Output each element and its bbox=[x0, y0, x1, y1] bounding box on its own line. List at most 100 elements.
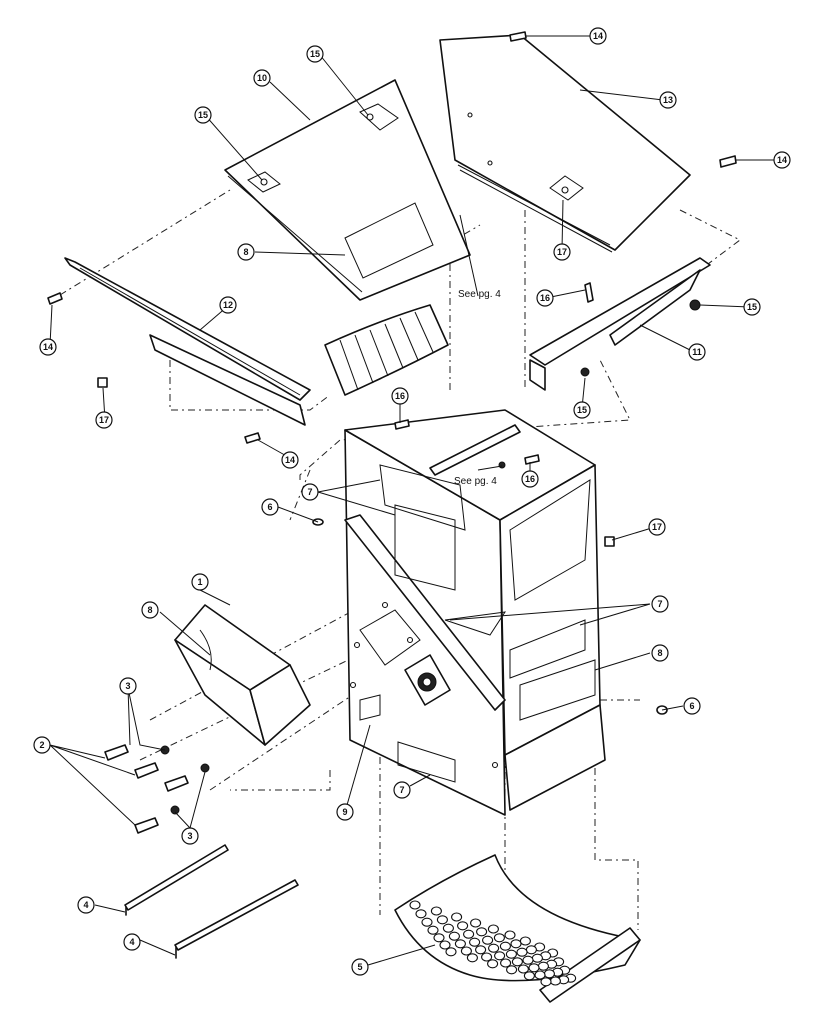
callout-15: 15 bbox=[743, 298, 761, 316]
perforation-hole bbox=[510, 939, 522, 949]
callout-2: 2 bbox=[33, 736, 51, 754]
perforation-hole bbox=[430, 906, 442, 916]
perforation-hole bbox=[522, 955, 534, 965]
perforation-hole bbox=[448, 931, 460, 941]
callout-16: 16 bbox=[521, 470, 539, 488]
perforation-hole bbox=[475, 945, 487, 955]
callout-14: 14 bbox=[773, 151, 791, 169]
callout-label: 14 bbox=[593, 31, 603, 41]
perforation-hole bbox=[469, 937, 481, 947]
callout-label: 4 bbox=[129, 937, 134, 947]
callout-14: 14 bbox=[39, 338, 57, 356]
callout-15: 15 bbox=[573, 401, 591, 419]
callout-label: 9 bbox=[342, 807, 347, 817]
perforation-hole bbox=[506, 965, 518, 975]
callout-label: 3 bbox=[187, 831, 192, 841]
perforation-hole bbox=[427, 925, 439, 935]
callout-16: 16 bbox=[391, 387, 409, 405]
callout-17: 17 bbox=[648, 518, 666, 536]
perforation-hole bbox=[466, 953, 478, 963]
perforated-screen bbox=[394, 854, 641, 1003]
left-rail bbox=[64, 257, 311, 426]
callout-7: 7 bbox=[301, 483, 319, 501]
callout-label: 11 bbox=[692, 347, 702, 357]
perforation-hole bbox=[534, 970, 546, 980]
callout-13: 13 bbox=[659, 91, 677, 109]
callout-label: 6 bbox=[689, 701, 694, 711]
perforation-hole bbox=[460, 946, 472, 956]
top-cover-panel bbox=[224, 79, 471, 301]
callout-label: 14 bbox=[777, 155, 787, 165]
perforation-hole bbox=[476, 927, 488, 937]
callout-6: 6 bbox=[683, 697, 701, 715]
perforation-hole bbox=[494, 951, 506, 961]
perforation-hole bbox=[421, 917, 433, 927]
perforation-hole bbox=[540, 977, 552, 987]
callout-7: 7 bbox=[393, 781, 411, 799]
see-page-note: See pg. 4 bbox=[454, 476, 497, 487]
perforation-hole bbox=[493, 933, 505, 943]
callout-label: 14 bbox=[285, 455, 295, 465]
perforation-hole bbox=[525, 945, 537, 955]
callout-label: 5 bbox=[357, 962, 362, 972]
callout-label: 16 bbox=[540, 293, 550, 303]
perforation-hole bbox=[463, 929, 475, 939]
perforation-hole bbox=[505, 949, 517, 959]
perforation-hole bbox=[487, 924, 499, 934]
callout-17: 17 bbox=[95, 411, 113, 429]
callout-12: 12 bbox=[219, 296, 237, 314]
callout-label: 3 bbox=[125, 681, 130, 691]
perforation-hole bbox=[549, 976, 561, 986]
callout-4: 4 bbox=[123, 933, 141, 951]
perforation-holes bbox=[409, 900, 577, 987]
callout-4: 4 bbox=[77, 896, 95, 914]
callout-15: 15 bbox=[306, 45, 324, 63]
perforation-hole bbox=[415, 909, 427, 919]
perforation-hole bbox=[517, 964, 529, 974]
perforation-hole bbox=[543, 969, 555, 979]
perforation-hole bbox=[457, 921, 469, 931]
rear-cover-panel bbox=[439, 34, 691, 253]
callout-15: 15 bbox=[194, 106, 212, 124]
callout-8: 8 bbox=[141, 601, 159, 619]
perforation-hole bbox=[454, 939, 466, 949]
callout-label: 17 bbox=[99, 415, 109, 425]
callout-label: 17 bbox=[652, 522, 662, 532]
callout-label: 15 bbox=[198, 110, 208, 120]
callout-label: 13 bbox=[663, 95, 673, 105]
callout-label: 7 bbox=[307, 487, 312, 497]
callout-label: 12 bbox=[223, 300, 233, 310]
main-hopper-body bbox=[344, 409, 606, 816]
perforation-hole bbox=[442, 923, 454, 933]
perforation-hole bbox=[481, 952, 493, 962]
callout-11: 11 bbox=[688, 343, 706, 361]
callout-label: 8 bbox=[657, 648, 662, 658]
feed-chute bbox=[174, 604, 311, 746]
callout-label: 14 bbox=[43, 342, 53, 352]
callout-5: 5 bbox=[351, 958, 369, 976]
ribbed-deflector bbox=[324, 304, 449, 396]
callout-label: 16 bbox=[395, 391, 405, 401]
rods bbox=[124, 844, 299, 959]
callout-14: 14 bbox=[281, 451, 299, 469]
perforation-hole bbox=[487, 959, 499, 969]
perforation-hole bbox=[516, 947, 528, 957]
callout-label: 8 bbox=[147, 605, 152, 615]
perforation-hole bbox=[445, 947, 457, 957]
perforation-hole bbox=[482, 935, 494, 945]
perforation-hole bbox=[500, 958, 512, 968]
callout-9: 9 bbox=[336, 803, 354, 821]
callout-label: 15 bbox=[310, 49, 320, 59]
callout-label: 4 bbox=[83, 900, 88, 910]
callout-14: 14 bbox=[589, 27, 607, 45]
callout-label: 16 bbox=[525, 474, 535, 484]
perforation-hole bbox=[439, 940, 451, 950]
callout-label: 7 bbox=[399, 785, 404, 795]
callout-3: 3 bbox=[119, 677, 137, 695]
perforation-hole bbox=[488, 943, 500, 953]
callout-label: 15 bbox=[577, 405, 587, 415]
callout-17: 17 bbox=[553, 243, 571, 261]
callout-8: 8 bbox=[651, 644, 669, 662]
perforation-hole bbox=[451, 912, 463, 922]
